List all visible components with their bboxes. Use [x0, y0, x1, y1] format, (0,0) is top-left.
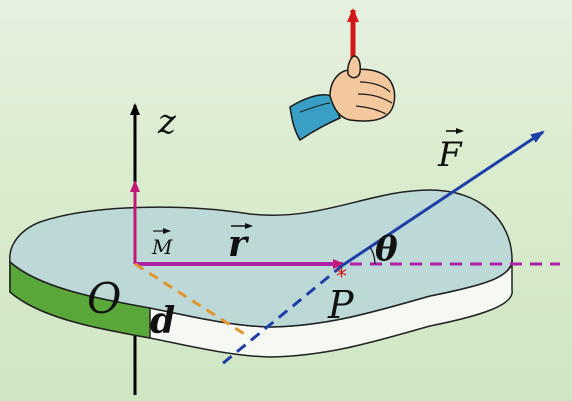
- point-marker: *: [336, 265, 347, 290]
- z-axis-label: z: [157, 102, 177, 142]
- force-line-of-action: [221, 263, 344, 366]
- right-hand-rule-icon: [289, 8, 396, 142]
- angle-label: θ: [375, 229, 398, 269]
- force-label: F: [437, 135, 463, 175]
- moment-label: M: [151, 235, 173, 259]
- origin-label: O: [87, 274, 121, 323]
- position-label: r: [228, 223, 250, 265]
- angle-arc: [369, 246, 376, 265]
- distance-line: [134, 262, 247, 337]
- point-label: P: [327, 283, 355, 327]
- force-vector: [342, 130, 545, 267]
- distance-label: d: [150, 300, 175, 342]
